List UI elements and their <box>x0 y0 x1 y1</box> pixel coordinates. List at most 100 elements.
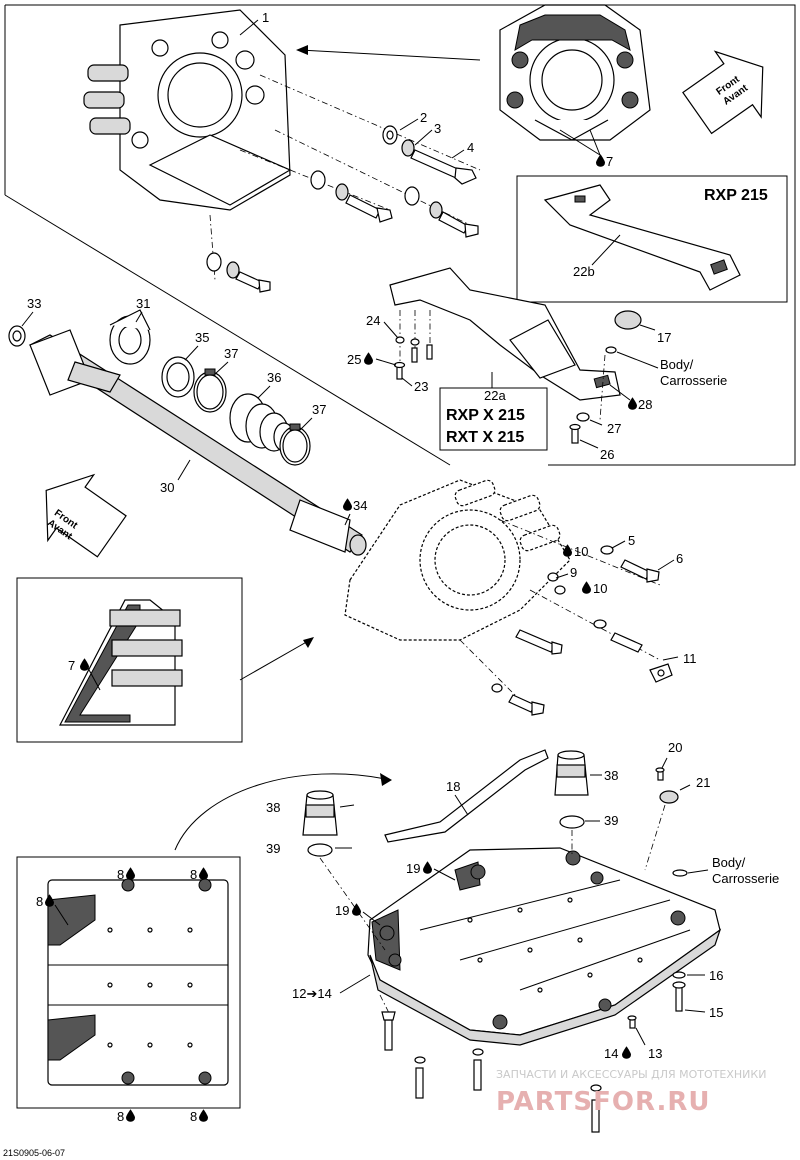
label-16: 16 <box>709 968 723 983</box>
label-2: 2 <box>420 110 427 125</box>
label-37b: 37 <box>312 402 326 417</box>
bushing-33 <box>8 325 26 347</box>
clamp-37a <box>193 368 227 413</box>
screw-26 <box>569 423 581 444</box>
screw-23 <box>393 361 406 380</box>
top-panel-frame <box>5 4 796 466</box>
label-1: 1 <box>262 10 269 25</box>
washer-16 <box>672 971 686 979</box>
gear-housing-1 <box>83 9 292 211</box>
hull-plan-view <box>47 878 229 1086</box>
bolt-low-mid <box>491 683 545 716</box>
label-39a: 39 <box>266 841 280 856</box>
label-25: 25 <box>347 352 361 367</box>
pointer-arc <box>174 773 391 851</box>
top-panel-diagonal-edge <box>4 194 451 466</box>
ring-35 <box>161 356 195 398</box>
rxpx215-line1: RXP X 215 <box>446 407 525 424</box>
label-14: 14 <box>604 1046 618 1061</box>
label-26: 26 <box>600 447 614 462</box>
rxpx215-box <box>439 387 548 451</box>
label-37a: 37 <box>224 346 238 361</box>
washer-body-top <box>605 346 617 354</box>
washer-5 <box>600 545 614 555</box>
label-36: 36 <box>267 370 281 385</box>
label-12-14: 12➔14 <box>292 986 332 1001</box>
front-arrow-mid: Front Avant <box>45 473 127 558</box>
label-35: 35 <box>195 330 209 345</box>
washer-row-b <box>404 186 479 238</box>
label-7: 7 <box>606 154 613 169</box>
housing-front-view <box>499 4 651 141</box>
fitting-38b <box>554 750 589 796</box>
label-20: 20 <box>668 740 682 755</box>
front-arrow-top: Front Avant <box>682 50 764 135</box>
oring-39a <box>307 843 333 857</box>
label-13: 13 <box>648 1046 662 1061</box>
label-6: 6 <box>676 551 683 566</box>
cap-17 <box>614 310 642 330</box>
label-11: 11 <box>683 651 697 666</box>
leader-7 <box>559 129 601 156</box>
rxp215-box <box>516 175 788 303</box>
label-5: 5 <box>628 533 635 548</box>
label-24: 24 <box>366 313 380 328</box>
label-8a: 8 <box>117 867 124 882</box>
inset-box-7 <box>16 577 243 743</box>
middle-housing <box>344 479 571 641</box>
label-18: 18 <box>446 779 460 794</box>
pointer-arrowhead-top <box>296 45 308 55</box>
label-4: 4 <box>467 140 474 155</box>
washer-row-c <box>206 252 271 293</box>
label-39b: 39 <box>604 813 618 828</box>
screw-20 <box>655 767 665 781</box>
seal-31 <box>109 309 151 365</box>
label-34: 34 <box>353 498 367 513</box>
document-code: 21S0905-06-07 <box>3 1148 65 1158</box>
label-3: 3 <box>434 121 441 136</box>
label-9: 9 <box>570 565 577 580</box>
label-23: 23 <box>414 379 428 394</box>
washer-9 <box>547 572 566 595</box>
drive-shaft-30 <box>28 329 367 556</box>
fitting-38a <box>302 790 338 836</box>
label-10a: 10 <box>574 544 588 559</box>
wear-strip-18 <box>384 749 549 843</box>
fastener-24 <box>395 336 420 346</box>
hull-plate <box>367 847 722 1046</box>
body-note-top-line2: Carrosserie <box>660 373 727 388</box>
body-note-top-line1: Body/ <box>660 357 694 372</box>
rxpx215-line2: RXT X 215 <box>446 429 524 446</box>
screw-23b <box>411 344 433 363</box>
label-8d: 8 <box>117 1109 124 1124</box>
label-17: 17 <box>657 330 671 345</box>
pointer-arrow-top <box>299 49 481 61</box>
bracket-22b <box>543 184 741 291</box>
label-8c: 8 <box>36 894 43 909</box>
washer-2 <box>382 125 398 145</box>
label-8b: 8 <box>190 867 197 882</box>
rxp215-title: RXP 215 <box>704 187 768 204</box>
bolt-row-mid <box>515 619 643 655</box>
screw-lower-mid <box>414 1048 602 1133</box>
inset-housing-detail <box>59 599 183 726</box>
label-31: 31 <box>136 296 150 311</box>
grommet-21 <box>659 790 679 804</box>
label-22b: 22b <box>573 264 595 279</box>
screw-13 <box>627 1015 637 1029</box>
label-33: 33 <box>27 296 41 311</box>
watermark-line2: PARTSFOR.RU <box>496 1087 710 1117</box>
label-21: 21 <box>696 775 710 790</box>
label-8e: 8 <box>190 1109 197 1124</box>
body-note-bottom-line2: Carrosserie <box>712 871 779 886</box>
screw-lower-left <box>381 1011 396 1051</box>
inset-box-8 <box>16 856 241 1109</box>
label-19a: 19 <box>406 861 420 876</box>
washer-body-bottom <box>672 869 688 877</box>
label-22a: 22a <box>484 388 506 403</box>
label-7-inset: 7 <box>68 658 75 673</box>
watermark-line1: ЗАПЧАСТИ И АКСЕССУАРЫ ДЛЯ МОТОТЕХНИКИ <box>496 1068 766 1081</box>
bolt-15 <box>672 981 686 1012</box>
clamp-37b <box>279 423 311 466</box>
